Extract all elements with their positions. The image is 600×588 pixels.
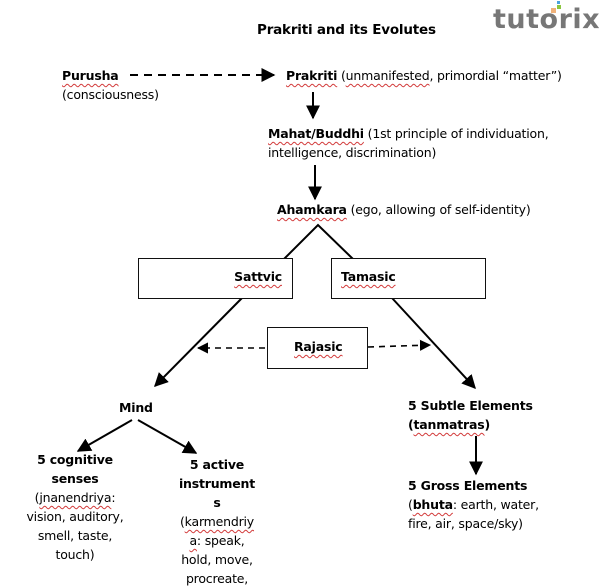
node-subtle-elements: 5 Subtle Elements (tanmatras) <box>408 396 533 434</box>
cognitive-colon: : <box>111 490 116 505</box>
rajasic-label: Rajasic <box>294 339 343 354</box>
gross-open-paren: ( <box>408 497 413 512</box>
ahamkara-label: Ahamkara <box>277 202 347 217</box>
prakriti-desc-open: ( <box>340 68 346 83</box>
gross-desc-line1: : earth, water, <box>452 497 539 512</box>
tamasic-label: Tamasic <box>341 269 396 284</box>
sattvic-to-mind-arrow <box>154 297 243 387</box>
gross-desc-line2: fire, air, space/sky) <box>408 516 523 531</box>
subtle-label: 5 Subtle Elements <box>408 398 533 413</box>
gross-label: 5 Gross Elements <box>408 478 528 493</box>
ahamkara-desc: (ego, allowing of self-identity) <box>350 202 531 217</box>
active-label-line2: instrument <box>178 476 256 491</box>
gross-term: bhuta <box>412 497 453 512</box>
prakriti-desc-term: unmanifested <box>345 68 430 83</box>
cognitive-label-line2: senses <box>51 471 99 486</box>
tamasic-to-subtle-arrow <box>391 297 476 390</box>
active-term-part1: karmendriy <box>184 514 255 529</box>
sattvic-label: Sattvic <box>234 269 282 284</box>
active-desc-line3: procreate, <box>185 571 249 586</box>
tutorix-logo: tutorix <box>493 1 600 35</box>
logo-text: tutorix <box>493 4 600 35</box>
node-active-instruments: 5 active instrument s (karmendriy a: spe… <box>172 455 262 588</box>
active-term-part2: a <box>189 533 197 548</box>
cognitive-desc-line1: vision, auditory, <box>26 509 124 524</box>
cognitive-desc-line3: touch) <box>55 547 95 562</box>
active-open-paren: ( <box>179 514 185 529</box>
prakriti-desc-rest: , primordial “matter”) <box>429 68 562 83</box>
mahat-label: Mahat/Buddhi <box>268 126 364 141</box>
cognitive-desc-line2: smell, taste, <box>37 528 113 543</box>
mind-to-active-arrow <box>137 419 198 454</box>
mahat-desc-line2: intelligence, discrimination) <box>268 145 437 160</box>
mahat-desc-line1: (1st principle of individuation, <box>367 126 549 141</box>
node-rajasic-box: Rajasic <box>267 327 368 369</box>
logo-accent-dots-icon <box>551 1 563 13</box>
diagram-title-text: Prakriti and its Evolutes <box>257 22 436 38</box>
diagram-title: Prakriti and its Evolutes <box>257 21 436 40</box>
mind-label: Mind <box>119 400 153 415</box>
node-ahamkara: Ahamkara (ego, allowing of self-identity… <box>277 200 531 219</box>
ahamkara-branch-lines <box>283 223 354 260</box>
node-mind: Mind <box>119 398 153 417</box>
prakriti-label: Prakriti <box>286 68 338 83</box>
node-sattvic-box: Sattvic <box>138 258 293 299</box>
cognitive-label-line1: 5 cognitive <box>37 452 113 467</box>
purusha-desc: (consciousness) <box>62 87 159 102</box>
active-label-line1: 5 active <box>189 457 245 472</box>
node-mahat-buddhi: Mahat/Buddhi (1st principle of individua… <box>268 124 549 162</box>
node-tamasic-box: Tamasic <box>331 258 486 299</box>
purusha-label: Purusha <box>62 68 119 83</box>
subtle-open-paren: ( <box>408 417 414 432</box>
cognitive-open-paren: ( <box>34 490 40 505</box>
subtle-term: tanmatras <box>413 417 485 432</box>
node-cognitive-senses: 5 cognitive senses (jnanendriya: vision,… <box>20 450 130 564</box>
mind-to-cognitive-arrow <box>76 419 133 452</box>
subtle-close-paren: ) <box>484 417 491 432</box>
node-purusha: Purusha (consciousness) <box>62 66 159 104</box>
cognitive-term: jnanendriya <box>39 490 112 505</box>
active-desc-line2: hold, move, <box>181 552 253 567</box>
active-desc-line1: : speak, <box>196 533 245 548</box>
node-gross-elements: 5 Gross Elements (bhuta: earth, water, f… <box>408 476 539 533</box>
active-label-line3: s <box>213 495 221 510</box>
node-prakriti: Prakriti (unmanifested, primordial “matt… <box>286 66 562 85</box>
rajasic-to-right-dashed-arrow <box>367 339 432 351</box>
